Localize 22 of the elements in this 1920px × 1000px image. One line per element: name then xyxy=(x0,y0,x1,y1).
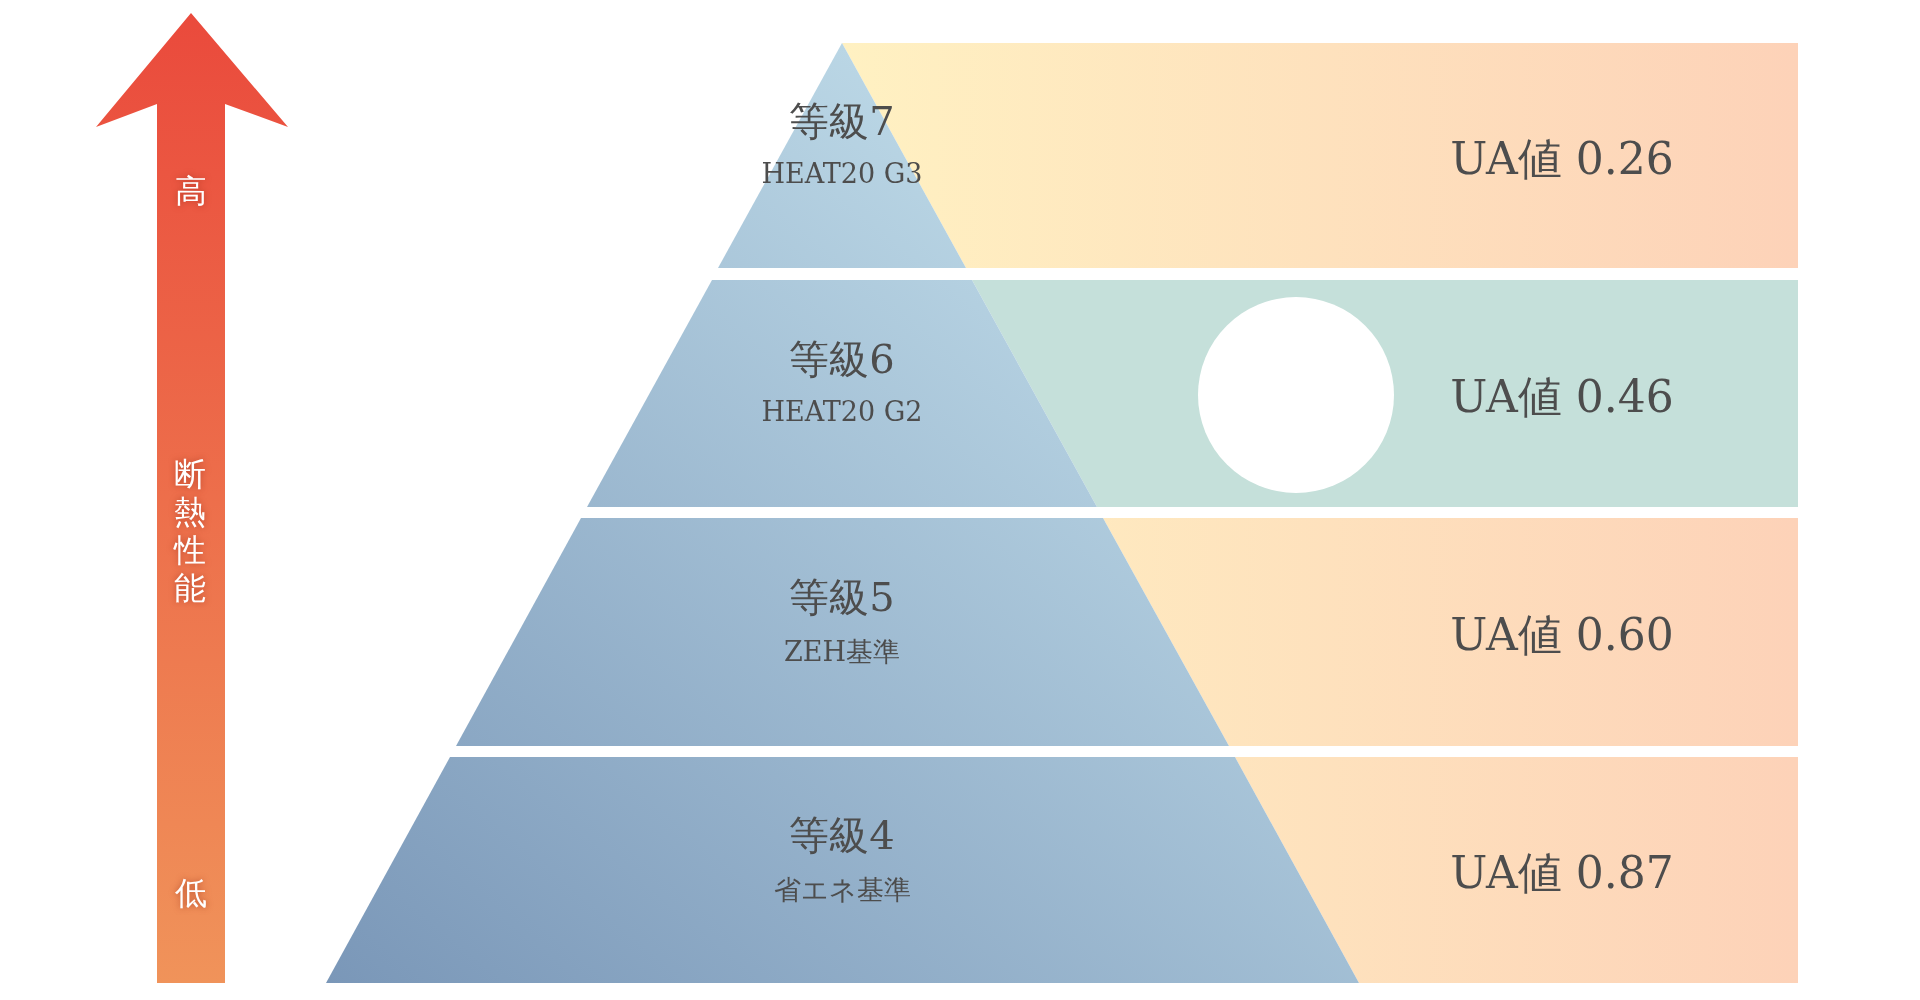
grade-label: 等級5 xyxy=(788,573,896,622)
ua-value: UA値 0.87 xyxy=(1449,846,1675,900)
ua-value: UA値 0.26 xyxy=(1449,131,1675,186)
pyramid-tier xyxy=(718,43,966,268)
axis-label: 断熱性能 xyxy=(174,455,207,607)
ua-value: UA値 0.60 xyxy=(1449,608,1675,662)
standard-label: ZEH基準 xyxy=(783,635,901,669)
value-band xyxy=(1103,518,1798,746)
scale-label: 低 xyxy=(175,873,207,914)
ua-value: UA値 0.46 xyxy=(1449,369,1675,424)
standard-label: HEAT20 G3 xyxy=(760,157,924,189)
value-band xyxy=(972,280,1798,507)
pyramid-tier xyxy=(587,280,1097,507)
pyramid-tier xyxy=(326,757,1359,983)
pyramid-tier xyxy=(456,518,1229,746)
grade-label: 等級6 xyxy=(788,334,896,384)
standard-label: HEAT20 G2 xyxy=(760,395,924,427)
scale-label: 高 xyxy=(175,171,207,212)
grade-label: 等級4 xyxy=(788,811,896,860)
value-band xyxy=(1235,757,1798,983)
grade-label: 等級7 xyxy=(788,96,896,146)
standard-label: 省エネ基準 xyxy=(772,873,912,907)
